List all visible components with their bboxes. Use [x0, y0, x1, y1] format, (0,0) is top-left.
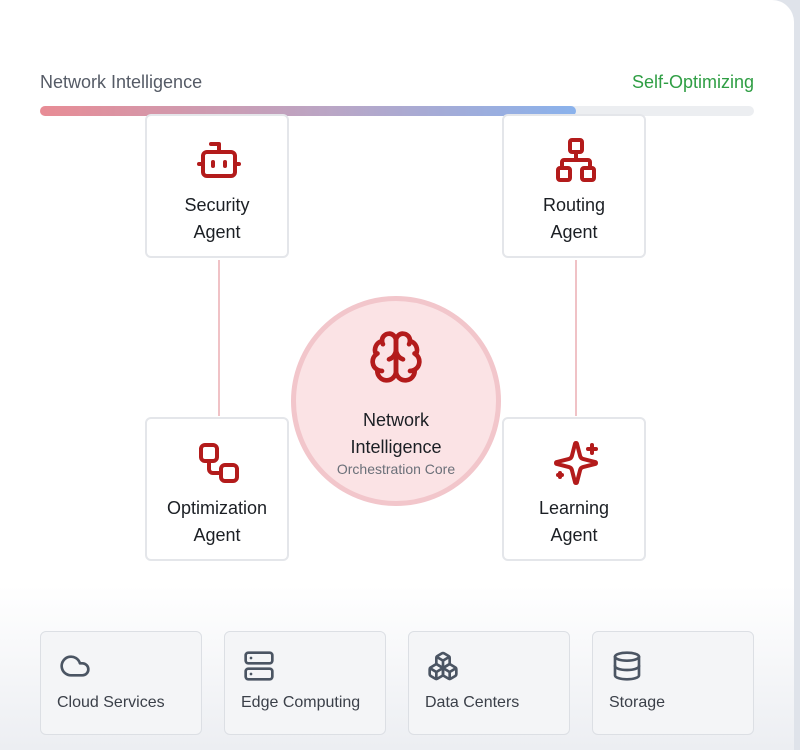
connector-right	[575, 260, 577, 416]
connector-left	[218, 260, 220, 416]
infra-label: Edge Computing	[241, 694, 361, 711]
cloud-icon	[60, 655, 90, 677]
header-title: Network Intelligence	[40, 72, 203, 92]
server-icon	[244, 651, 274, 681]
brain-icon	[370, 331, 422, 383]
infra-card-edge[interactable]: Edge Computing	[224, 631, 386, 735]
infra-card-storage[interactable]: Storage	[592, 631, 754, 735]
database-icon	[613, 651, 641, 681]
infra-label: Storage	[609, 694, 666, 711]
core-subtitle: Orchestration Core	[336, 461, 456, 477]
network-tree-icon	[556, 138, 596, 182]
sparkles-icon	[554, 441, 598, 485]
header-status: Self-Optimizing	[631, 72, 754, 92]
workflow-icon	[199, 443, 239, 483]
progress-track	[40, 106, 754, 116]
infra-label: Data Centers	[425, 694, 520, 711]
infra-label: Cloud Services	[57, 694, 165, 711]
boxes-icon	[428, 651, 458, 681]
infra-card-cloud[interactable]: Cloud Services	[40, 631, 202, 735]
progress-fill	[40, 106, 576, 116]
robot-icon	[197, 142, 241, 178]
infra-card-datacenters[interactable]: Data Centers	[408, 631, 570, 735]
